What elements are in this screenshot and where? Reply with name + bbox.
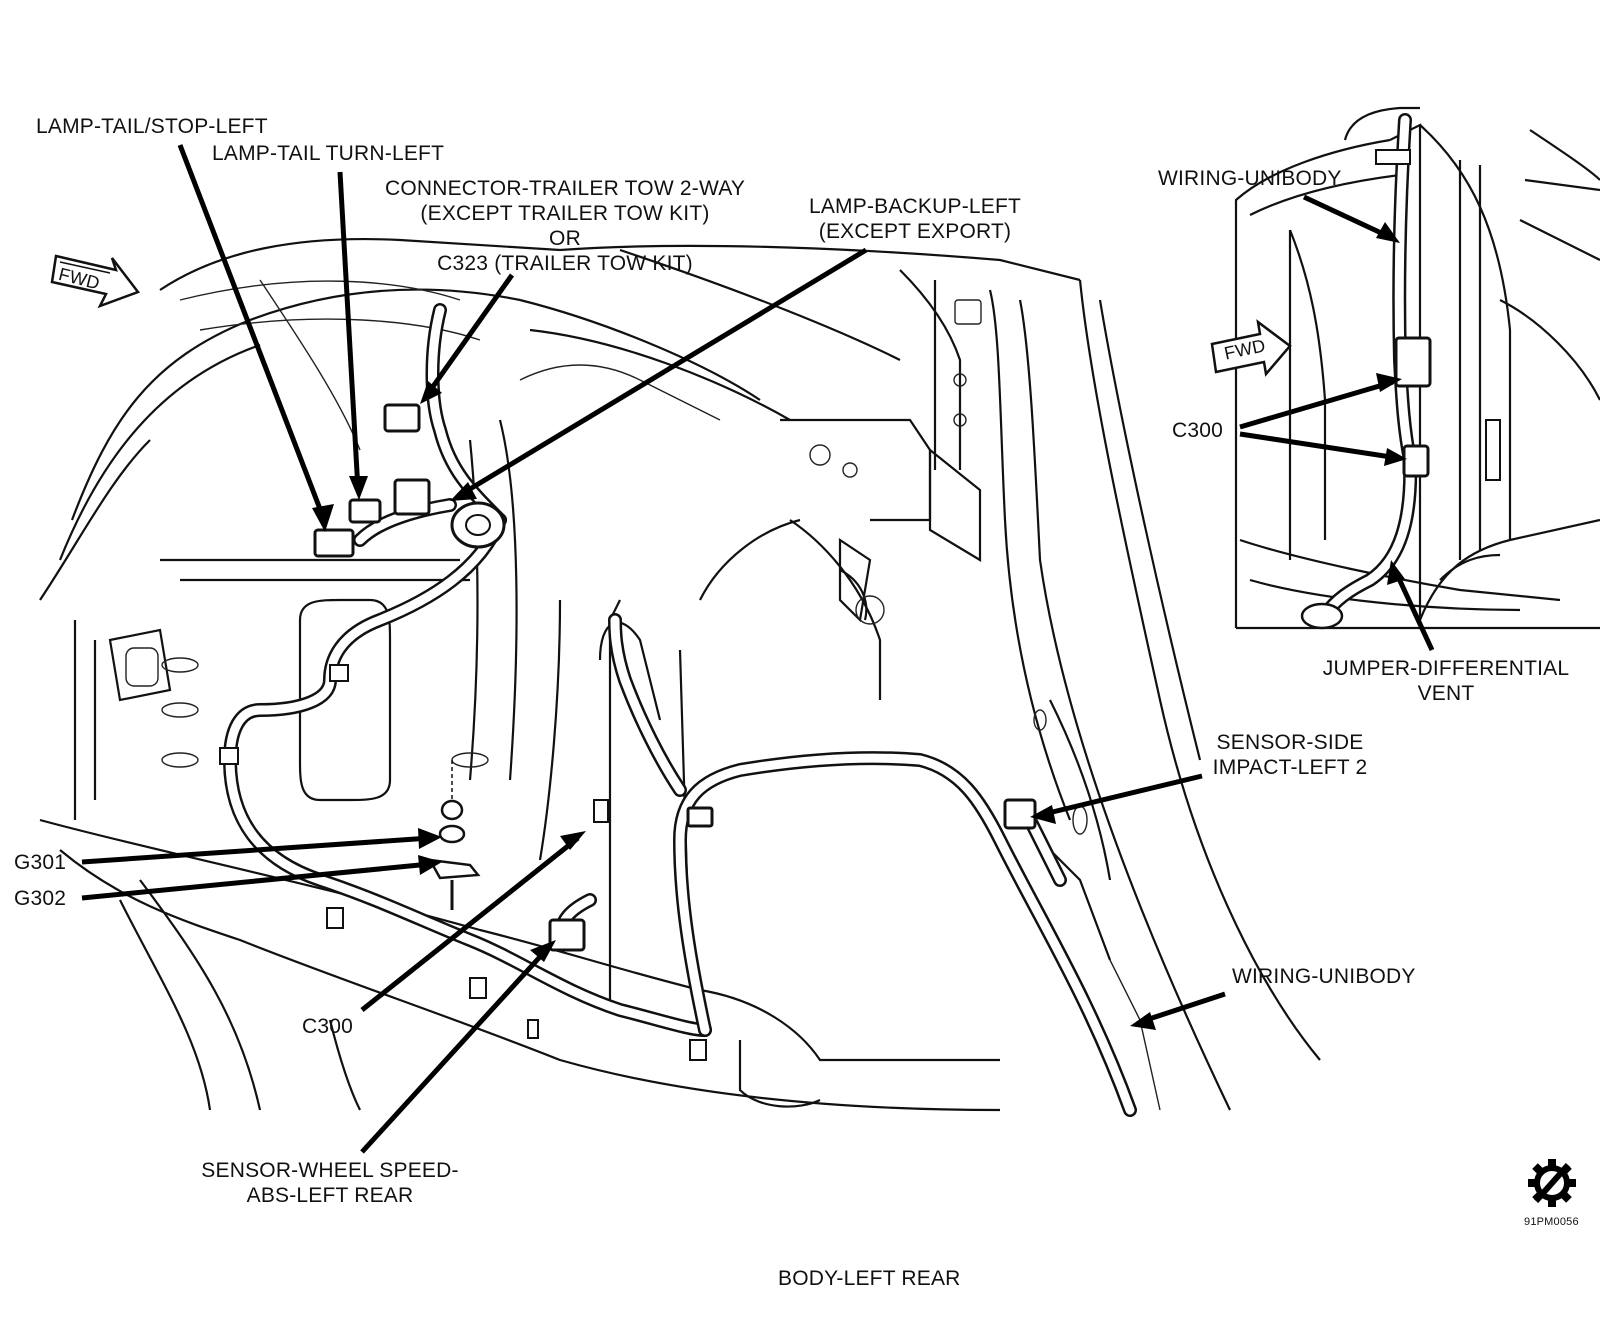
connectors (219, 403, 1037, 1061)
label-wiring-unibody-inset: WIRING-UNIBODY (1158, 167, 1342, 190)
fwd-arrow-icon (50, 254, 141, 309)
label-lamp-tail-turn-left: LAMP-TAIL TURN-LEFT (212, 142, 445, 165)
label-lamp-backup-line1: LAMP-BACKUP-LEFT (808, 195, 1022, 218)
label-connector-trailer-tow: CONNECTOR-TRAILER TOW 2-WAY (EXCEPT TRAI… (360, 176, 770, 276)
label-sensor-wheel-line2: ABS-LEFT REAR (246, 1184, 414, 1207)
diagram-caption: BODY-LEFT REAR (778, 1267, 961, 1290)
label-g301: G301 (14, 851, 67, 874)
label-connector-trailer-line1: CONNECTOR-TRAILER TOW 2-WAY (384, 177, 746, 200)
label-sensor-side-line2: IMPACT-LEFT 2 (1212, 756, 1368, 779)
figure-id: 91PM0056 (1524, 1216, 1579, 1228)
label-lamp-tail-stop-left: LAMP-TAIL/STOP-LEFT (36, 115, 268, 138)
label-jumper-diff-line1: JUMPER-DIFFERENTIAL (1322, 657, 1570, 680)
label-connector-trailer-line2: (EXCEPT TRAILER TOW KIT) (420, 202, 710, 225)
label-lamp-backup-line2: (EXCEPT EXPORT) (818, 220, 1012, 243)
wiring-harness-main (223, 303, 1137, 1117)
fwd-arrow-inset-icon (1210, 319, 1292, 377)
label-wiring-unibody-main: WIRING-UNIBODY (1232, 965, 1416, 988)
body-panel-outlines (39, 237, 1321, 1112)
label-jumper-differential-vent: JUMPER-DIFFERENTIAL VENT (1306, 656, 1586, 706)
label-jumper-diff-line2: VENT (1417, 682, 1475, 705)
label-connector-trailer-line4: C323 (TRAILER TOW KIT) (437, 252, 693, 275)
service-gear-icon (1528, 1159, 1576, 1207)
label-g302: G302 (14, 887, 67, 910)
leader-lines (81, 144, 1226, 1154)
label-sensor-wheel-speed: SENSOR-WHEEL SPEED- ABS-LEFT REAR (180, 1158, 480, 1208)
label-sensor-side-impact: SENSOR-SIDE IMPACT-LEFT 2 (1190, 730, 1390, 780)
label-lamp-backup-left: LAMP-BACKUP-LEFT (EXCEPT EXPORT) (790, 194, 1040, 244)
label-connector-trailer-line3: OR (549, 227, 581, 250)
label-c300-inset: C300 (1172, 419, 1224, 442)
inset-view (1210, 106, 1600, 652)
label-c300-main: C300 (302, 1015, 354, 1038)
label-sensor-wheel-line1: SENSOR-WHEEL SPEED- (201, 1159, 459, 1182)
label-sensor-side-line1: SENSOR-SIDE (1216, 731, 1364, 754)
